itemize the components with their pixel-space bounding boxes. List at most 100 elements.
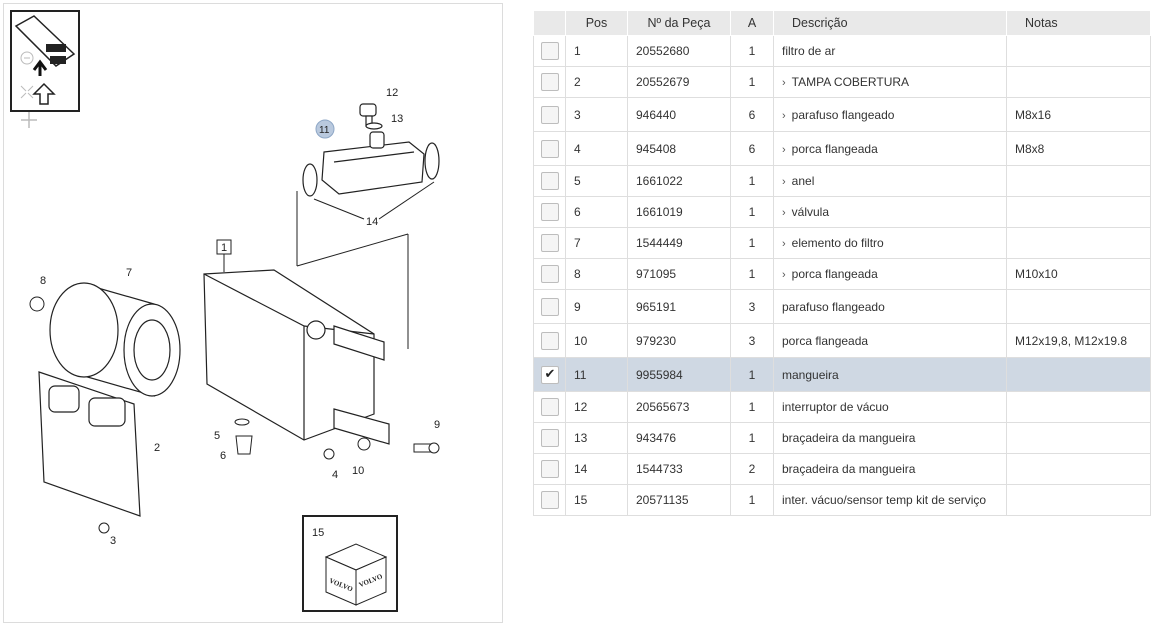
callout-8[interactable]: 8 [40, 275, 46, 287]
row-select-cell[interactable] [533, 422, 566, 454]
row-checkbox[interactable] [540, 460, 559, 478]
row-select-cell[interactable] [533, 258, 566, 290]
row-checkbox[interactable] [540, 297, 559, 316]
row-checkbox[interactable] [540, 491, 559, 509]
row-checkbox[interactable] [540, 42, 559, 60]
row-select-cell[interactable] [533, 196, 566, 228]
callout-12[interactable]: 12 [386, 87, 398, 99]
chevron-right-icon[interactable]: › [782, 109, 786, 122]
cell-description[interactable]: ›anel [773, 165, 1007, 197]
air-filter-housing-part[interactable] [203, 269, 390, 445]
callout-2[interactable]: 2 [154, 442, 160, 454]
chevron-right-icon[interactable]: › [782, 207, 786, 219]
row-checkbox[interactable] [540, 172, 559, 190]
row-select-cell[interactable] [533, 484, 566, 516]
exploded-parts-diagram[interactable]: 1 2 3 4 5 6 7 8 9 10 11 12 13 14 15 VOLV… [4, 4, 502, 622]
pan-icon[interactable] [21, 112, 37, 128]
description-text: mangueira [782, 367, 839, 382]
row-select-cell[interactable] [533, 131, 566, 166]
chevron-right-icon[interactable]: › [782, 269, 786, 281]
header-description[interactable]: Descrição [773, 10, 1007, 36]
header-quantity[interactable]: A [730, 10, 774, 36]
cover-part[interactable] [38, 371, 141, 517]
parts-diagram-panel[interactable]: 1 2 3 4 5 6 7 8 9 10 11 12 13 14 15 VOLV… [3, 3, 503, 623]
row-select-cell[interactable] [533, 227, 566, 259]
row-select-cell[interactable] [533, 97, 566, 132]
callout-7[interactable]: 7 [126, 267, 132, 279]
callout-14[interactable]: 14 [366, 216, 378, 228]
chevron-right-icon[interactable]: › [782, 77, 786, 89]
valve-part[interactable] [234, 418, 253, 455]
description-text: parafuso flangeado [782, 299, 885, 314]
row-select-cell[interactable] [533, 453, 566, 485]
hose-part[interactable] [302, 131, 440, 197]
row-checkbox[interactable] [540, 398, 559, 416]
cell-description[interactable]: ›parafuso flangeado [773, 97, 1007, 132]
row-select-cell[interactable] [533, 35, 566, 67]
row-checkbox[interactable] [540, 365, 559, 384]
cell-description[interactable]: ›elemento do filtro [773, 227, 1007, 259]
row-select-cell[interactable] [533, 165, 566, 197]
chevron-right-icon[interactable]: › [782, 238, 786, 250]
row-select-cell[interactable] [533, 391, 566, 423]
callout-6[interactable]: 6 [220, 450, 226, 462]
service-kit-box[interactable]: 15 VOLVO VOLVO [302, 515, 398, 612]
cell-description[interactable]: ›porca flangeada [773, 131, 1007, 166]
cell-part-number: 20552680 [627, 35, 731, 67]
row-select-cell[interactable] [533, 323, 566, 358]
callout-15[interactable]: 15 [312, 527, 324, 539]
callout-3[interactable]: 3 [110, 535, 116, 547]
cell-description[interactable]: ›válvula [773, 196, 1007, 228]
row-checkbox[interactable] [540, 139, 559, 158]
zoom-out-icon[interactable] [20, 51, 34, 65]
callout-4[interactable]: 4 [332, 469, 338, 481]
callout-1[interactable]: 1 [221, 242, 227, 254]
vacuum-switch-part[interactable] [359, 103, 383, 130]
cell-description[interactable]: ›porca flangeada [773, 258, 1007, 290]
row-checkbox[interactable] [540, 331, 559, 350]
nut-part[interactable] [29, 296, 371, 460]
screw-part[interactable] [413, 442, 440, 454]
row-checkbox[interactable] [540, 105, 559, 124]
header-part-number[interactable]: Nº da Peça [627, 10, 731, 36]
callout-13[interactable]: 13 [391, 113, 403, 125]
row-checkbox[interactable] [540, 234, 559, 252]
chevron-right-icon[interactable]: › [782, 143, 786, 156]
row-select-cell[interactable] [533, 289, 566, 324]
cell-description[interactable]: ›TAMPA COBERTURA [773, 66, 1007, 98]
cell-part-number: 965191 [627, 289, 731, 324]
row-checkbox[interactable] [540, 265, 559, 283]
header-pos[interactable]: Pos [565, 10, 628, 36]
diagram-navigator-thumbnail[interactable] [10, 10, 80, 112]
filter-element-part[interactable] [49, 282, 181, 397]
row-checkbox[interactable] [540, 73, 559, 91]
callout-9[interactable]: 9 [434, 419, 440, 431]
row-select-cell[interactable] [533, 357, 566, 392]
callout-11[interactable]: 11 [319, 125, 330, 136]
bolt-part[interactable] [98, 522, 110, 534]
callout-10[interactable]: 10 [352, 465, 364, 477]
fit-screen-icon[interactable] [20, 85, 34, 99]
row-checkbox[interactable] [540, 203, 559, 221]
row-select-cell[interactable] [533, 66, 566, 98]
callout-11-highlight[interactable] [315, 119, 335, 139]
callout-5[interactable]: 5 [214, 430, 220, 442]
row-checkbox[interactable] [540, 429, 559, 447]
chevron-right-icon[interactable]: › [782, 176, 786, 188]
header-notes[interactable]: Notas [1006, 10, 1151, 36]
